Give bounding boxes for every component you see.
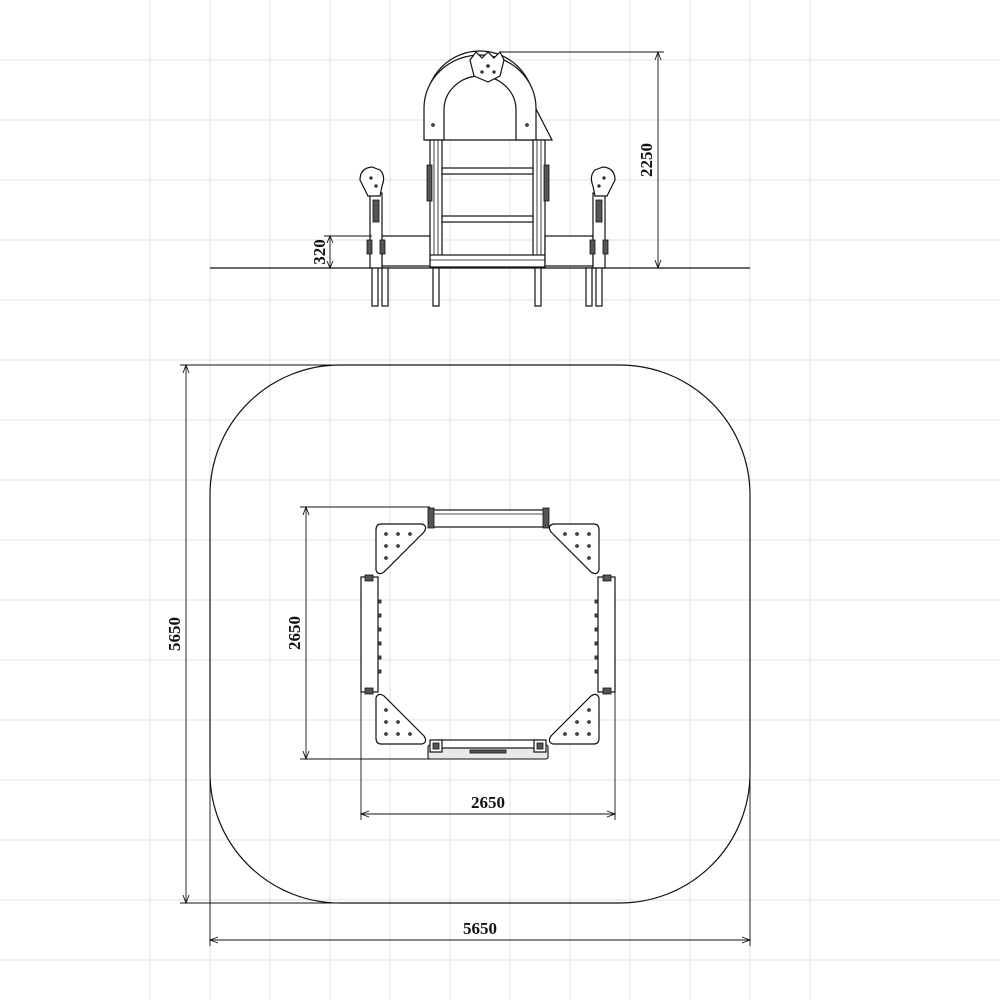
dim-inner-height-label: 2650 bbox=[285, 616, 304, 650]
dimension-elevation-height: 2250 bbox=[500, 50, 664, 270]
plan-view: 2650 2650 5650 5650 bbox=[165, 363, 752, 946]
ladder-rung-mid bbox=[441, 215, 534, 223]
dimension-inner-height: 2650 bbox=[285, 505, 430, 761]
plan-left-board bbox=[360, 576, 379, 693]
dimension-base-height: 320 bbox=[310, 234, 372, 270]
ladder-rung-top bbox=[441, 167, 534, 175]
right-handle bbox=[590, 166, 616, 197]
right-side-board bbox=[544, 235, 594, 267]
safety-zone-outline bbox=[209, 364, 751, 904]
dimension-inner-width: 2650 bbox=[359, 692, 617, 820]
corner-seat-bottom-left bbox=[375, 693, 427, 745]
corner-seat-top-left bbox=[375, 523, 427, 575]
left-side-board bbox=[381, 235, 431, 267]
plan-right-board bbox=[597, 576, 616, 693]
left-handle bbox=[359, 166, 385, 197]
plan-top-board bbox=[429, 509, 547, 528]
dim-320-label: 320 bbox=[310, 239, 329, 265]
arch-outer bbox=[423, 54, 537, 141]
footings bbox=[371, 267, 603, 307]
dimension-outer-height: 5650 bbox=[165, 363, 340, 905]
dim-inner-width-label: 2650 bbox=[471, 793, 505, 812]
dimension-outer-width: 5650 bbox=[208, 780, 752, 946]
dim-outer-width-label: 5650 bbox=[463, 919, 497, 938]
right-arch-post bbox=[532, 139, 546, 259]
elevation-view: 2250 320 bbox=[210, 50, 750, 307]
dim-2250-label: 2250 bbox=[637, 143, 656, 177]
base-platform bbox=[429, 254, 546, 268]
dim-outer-height-label: 5650 bbox=[165, 617, 184, 651]
corner-seat-bottom-right bbox=[548, 693, 600, 745]
corner-seat-top-right bbox=[548, 523, 600, 575]
